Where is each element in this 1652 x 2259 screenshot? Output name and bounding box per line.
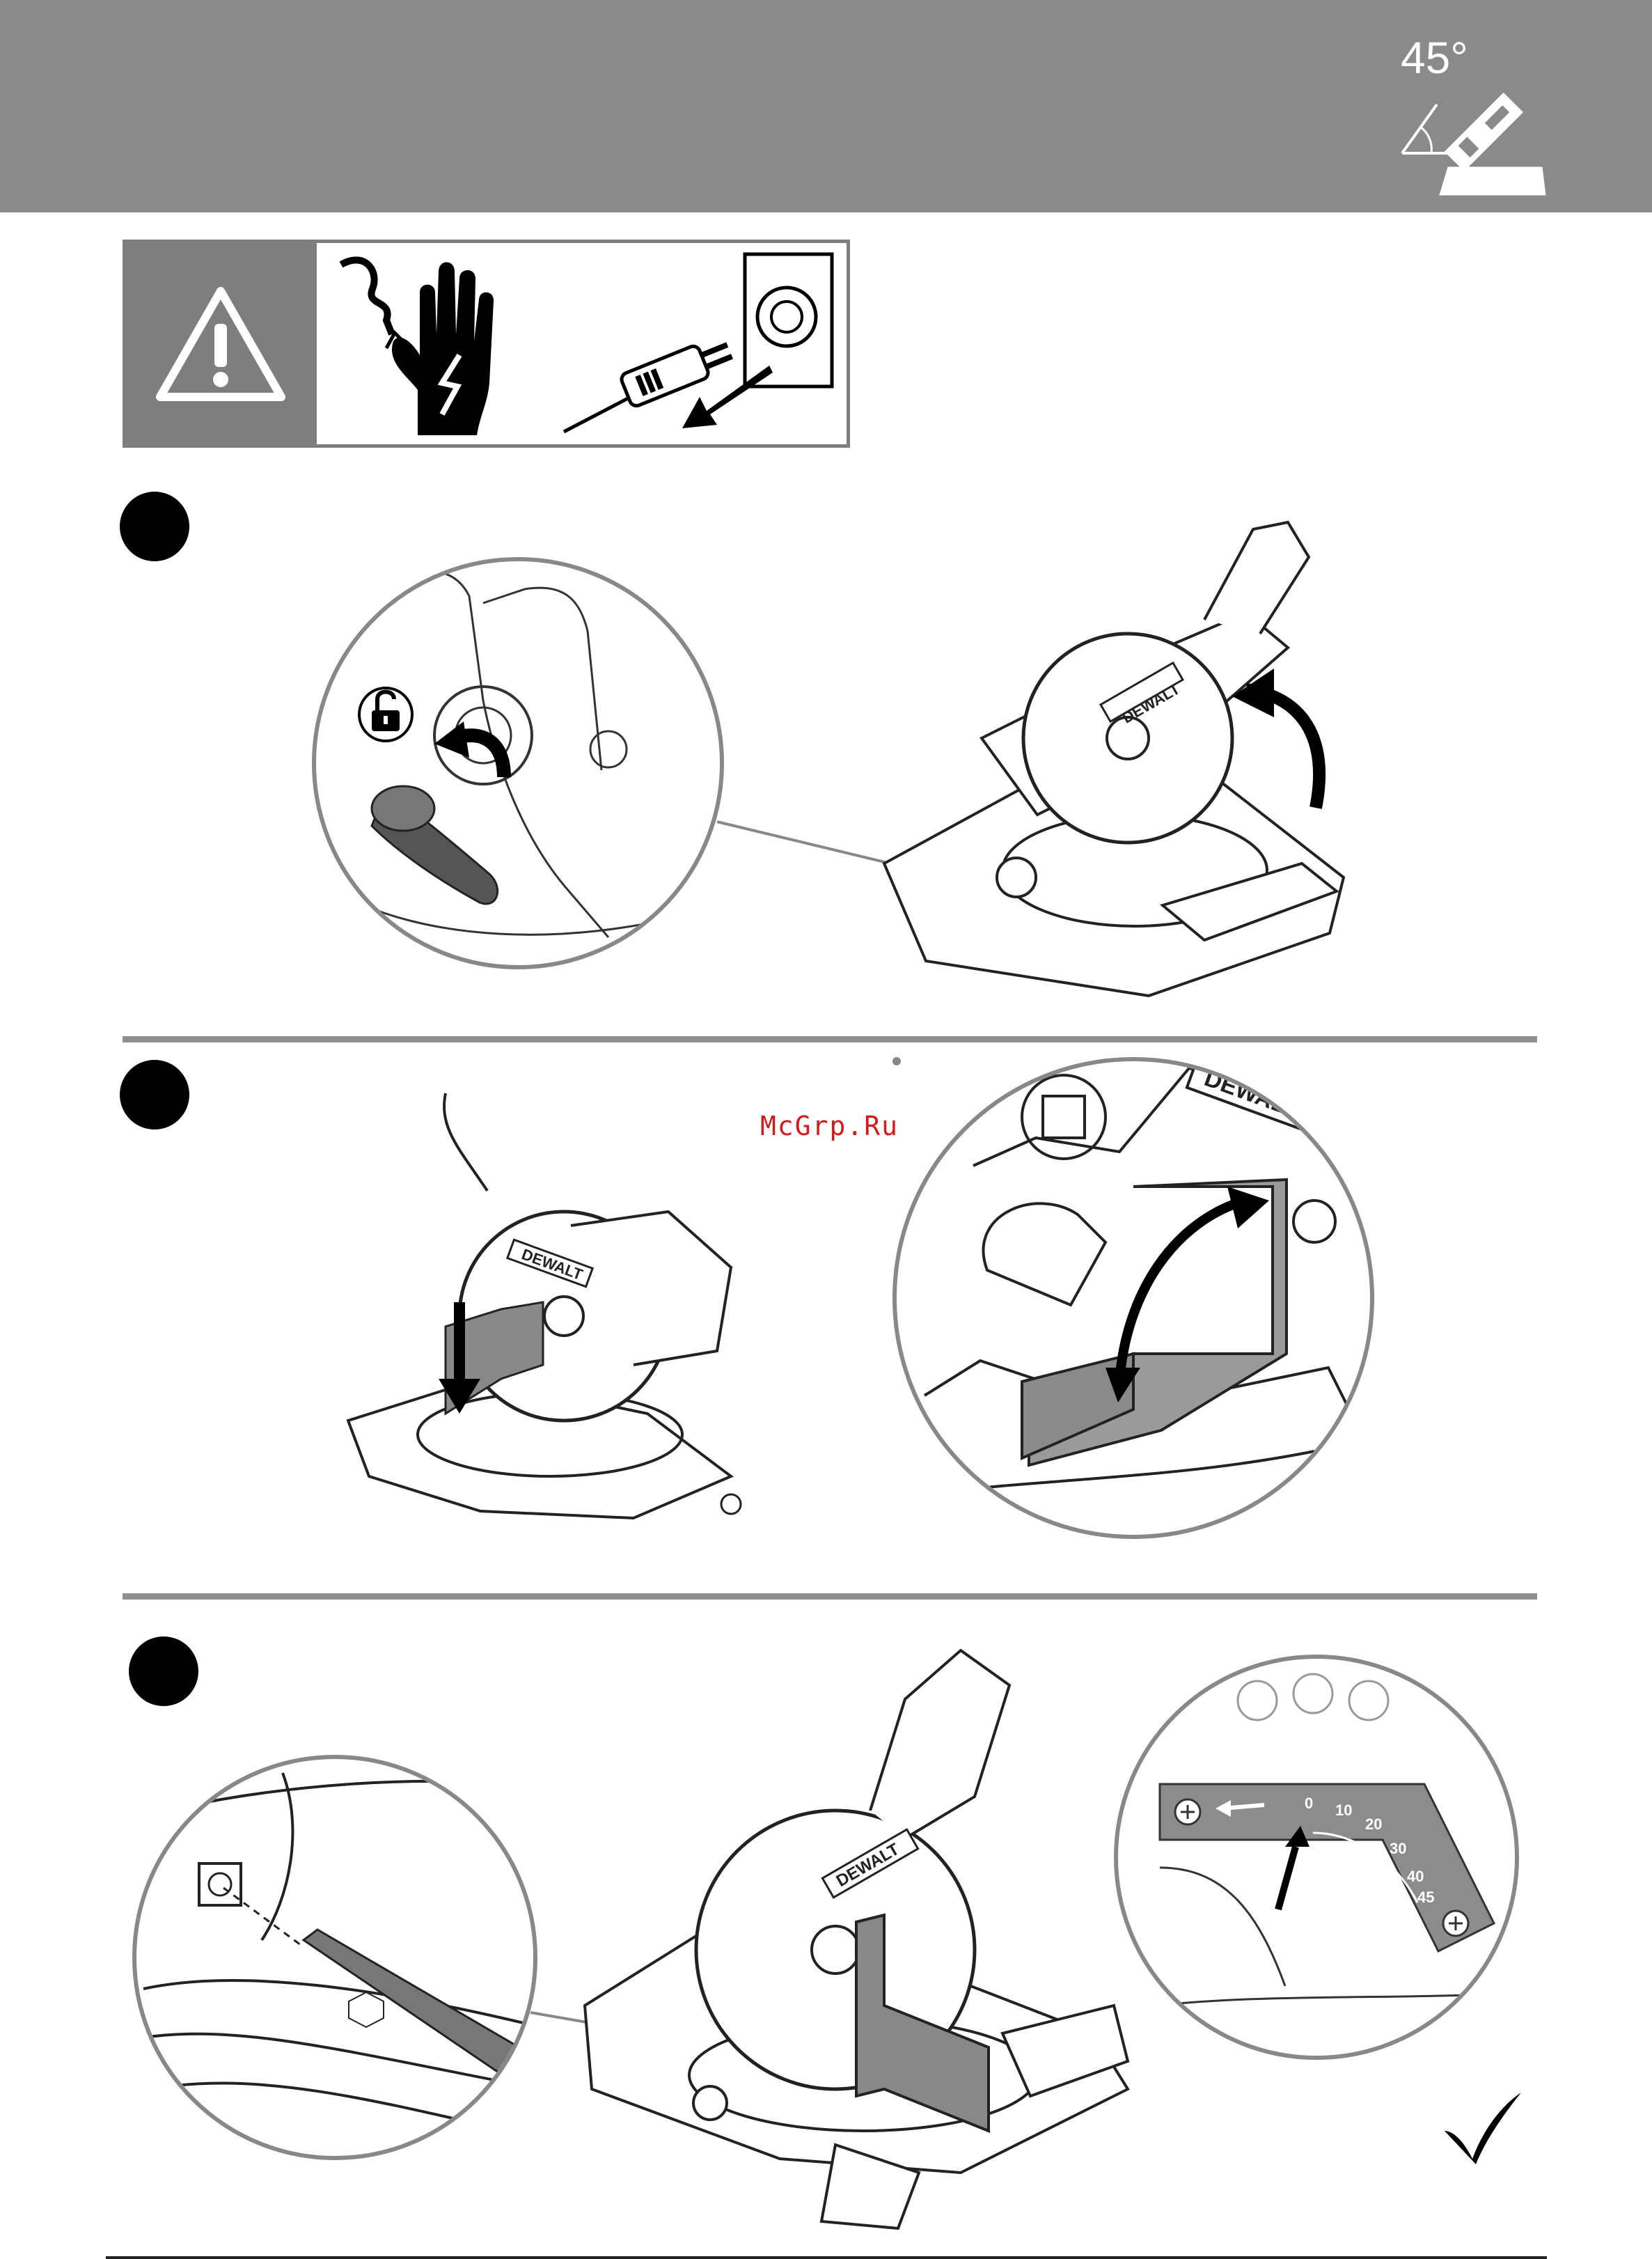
bevel-lever-rotate-icon: [420, 708, 518, 805]
step-3-marker: [129, 1636, 198, 1706]
electric-shock-hand-icon: [338, 251, 512, 439]
unlock-icon: [358, 681, 414, 744]
scale-tick-0: 0: [1305, 1795, 1313, 1812]
step-2-saw-drawing: DEWALT: [341, 1086, 766, 1546]
scale-tick-45: 45: [1417, 1889, 1434, 1906]
scale-tick-40: 40: [1407, 1868, 1424, 1885]
step-3-scale-circle: 0 10 20 30 40 45: [1114, 1655, 1519, 2060]
warning-triangle-icon: [155, 286, 287, 404]
hex-wrench-drawing: [136, 1759, 533, 2156]
scale-tick-30: 30: [1390, 1840, 1406, 1857]
step-2-marker: [120, 1060, 189, 1130]
divider-1: [123, 1036, 1537, 1042]
hex-wrench-icon: [345, 1989, 387, 2031]
step-1-saw-drawing: DEWALT: [856, 515, 1364, 1017]
bevel-lever-drawing: [316, 561, 720, 965]
step-3-wrench-circle: [132, 1755, 537, 2160]
scale-tick-10: 10: [1335, 1801, 1352, 1819]
watermark: McGrp.Ru: [760, 1111, 899, 1141]
unplug-icon: [560, 251, 839, 439]
step-2-detail-circle-body: DEWALT: [892, 1057, 1374, 1539]
divider-2: [123, 1593, 1537, 1600]
bottom-rule: [106, 2256, 1547, 2259]
step-1-detail-circle: [312, 557, 724, 969]
step-3-saw-drawing: DEWALT: [571, 1643, 1142, 2249]
angle-label: 45°: [1401, 32, 1468, 84]
step-1-marker: [120, 492, 189, 561]
square-check-drawing: DEWALT: [897, 1061, 1370, 1535]
checkmark-icon: [1441, 2089, 1525, 2166]
bevel-scale-icon: 0 10 20 30 40 45: [1118, 1659, 1515, 2056]
bevel-45-icon: [1399, 91, 1552, 195]
scale-tick-20: 20: [1365, 1815, 1382, 1833]
